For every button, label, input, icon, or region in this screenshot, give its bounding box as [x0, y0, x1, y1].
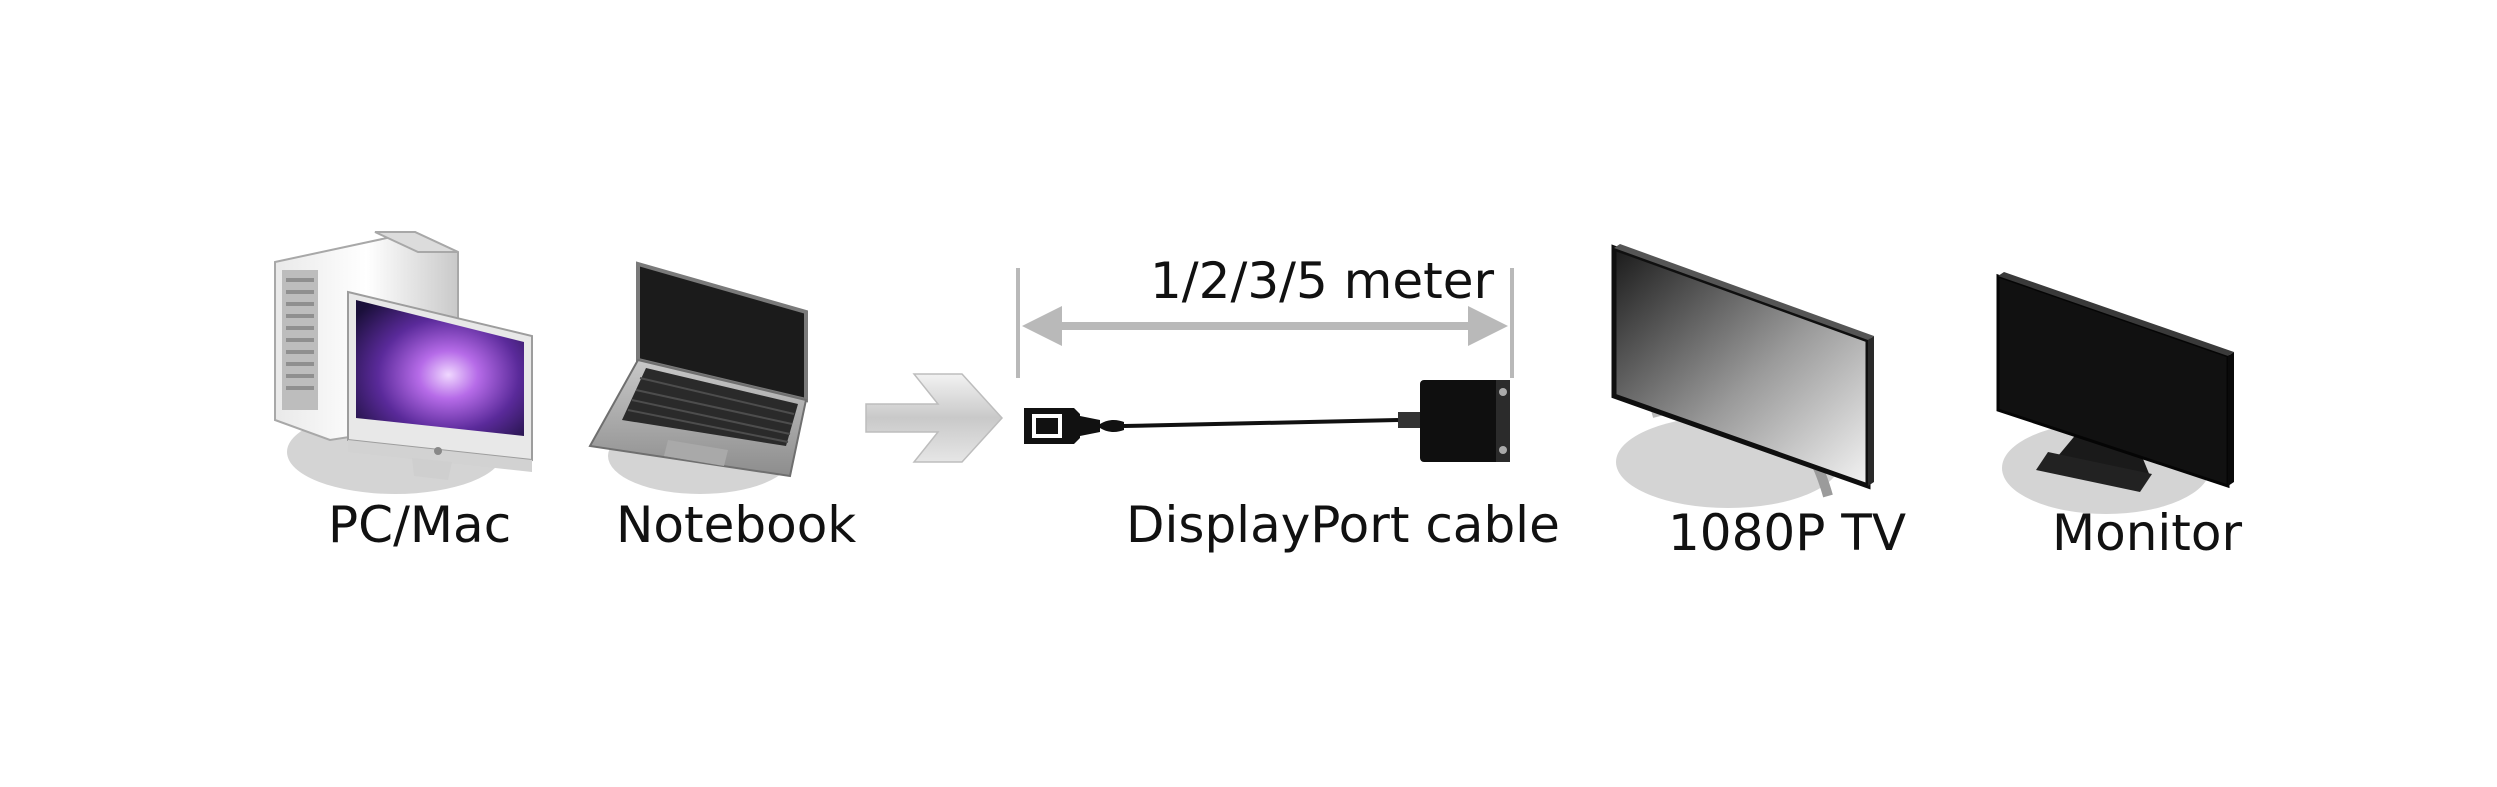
notebook-icon [588, 261, 808, 494]
notebook-label: Notebook [616, 496, 857, 554]
right-arrow-icon [865, 373, 1004, 463]
tv-label: 1080P TV [1668, 504, 1907, 562]
pc-mac-label: PC/Mac [328, 496, 512, 554]
displayport-cable-icon [1024, 380, 1510, 462]
length-dimension-line [1016, 268, 1514, 378]
monitor-label: Monitor [2052, 504, 2243, 562]
tv-icon [1611, 244, 1874, 508]
cable-length-label: 1/2/3/5 meter [1150, 252, 1495, 310]
pc-mac-icon [274, 230, 533, 494]
displayport-cable-label: DisplayPort cable [1126, 496, 1560, 554]
monitor-icon [1996, 272, 2234, 514]
